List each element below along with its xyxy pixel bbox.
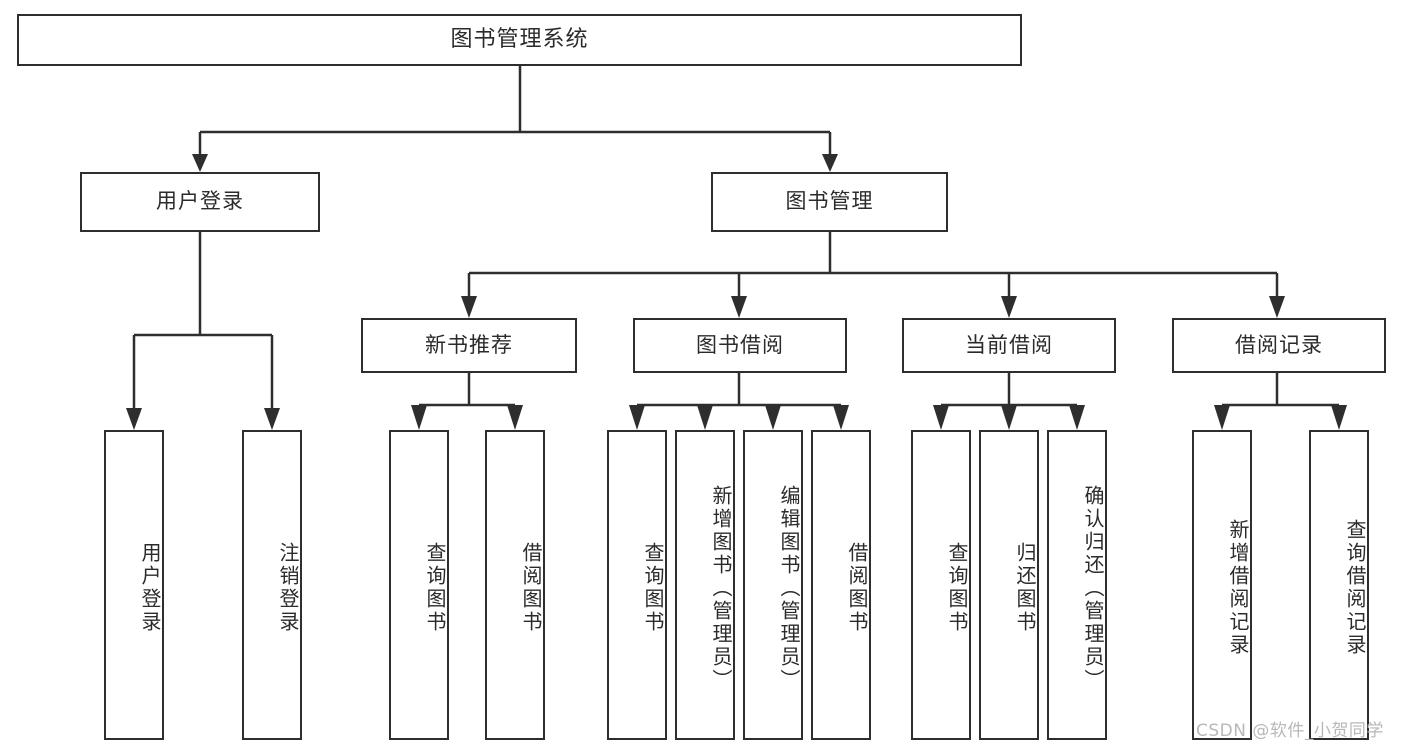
node-borrow-record[interactable]: 借阅记录	[1172, 318, 1386, 373]
leaf-confirm-return-label: 确认归还（管理员）	[1081, 484, 1105, 692]
leaf-add-book[interactable]: 新增图书（管理员）	[675, 430, 735, 740]
leaf-query-borrow-record[interactable]: 查询借阅记录	[1309, 430, 1369, 740]
node-root-system[interactable]: 图书管理系统	[17, 14, 1022, 66]
csdn-watermark: CSDN @软件_小贺同学	[1196, 721, 1384, 741]
node-book-manage[interactable]: 图书管理	[711, 172, 948, 232]
arrow-bm-to-current-borrow	[1001, 296, 1017, 318]
leaf-user-login[interactable]: 用户登录	[104, 430, 164, 740]
node-book-borrow-label: 图书借阅	[696, 332, 784, 357]
leaf-logout-login-label: 注销登录	[276, 542, 300, 634]
arrow-current-borrow-leaf-3	[1069, 405, 1085, 430]
leaf-add-borrow-record-label: 新增借阅记录	[1226, 519, 1250, 657]
node-current-borrow[interactable]: 当前借阅	[902, 318, 1116, 373]
leaf-user-login-label: 用户登录	[138, 542, 162, 634]
leaf-return-book-label: 归还图书	[1013, 542, 1037, 634]
arrow-bm-to-borrow-record	[1269, 296, 1285, 318]
arrow-root-to-user-login	[192, 154, 208, 172]
node-book-borrow[interactable]: 图书借阅	[633, 318, 847, 373]
leaf-query-book-1[interactable]: 查询图书	[389, 430, 449, 740]
leaf-borrow-book-2[interactable]: 借阅图书	[811, 430, 871, 740]
arrow-book-borrow-leaf-2	[697, 405, 713, 430]
leaf-add-book-label: 新增图书（管理员）	[709, 484, 733, 692]
leaf-edit-book-label: 编辑图书（管理员）	[777, 484, 801, 692]
leaf-logout-login[interactable]: 注销登录	[242, 430, 302, 740]
leaf-borrow-book-1[interactable]: 借阅图书	[485, 430, 545, 740]
node-root-system-label: 图书管理系统	[450, 26, 589, 52]
arrow-root-to-book-manage	[822, 154, 838, 172]
arrow-current-borrow-leaf-2	[1001, 405, 1017, 430]
arrow-user-login-leaf-2	[264, 408, 280, 430]
leaf-query-book-3-label: 查询图书	[945, 542, 969, 634]
arrow-book-borrow-leaf-1	[629, 405, 645, 430]
arrow-book-borrow-leaf-3	[765, 405, 781, 430]
arrow-new-book-leaf-1	[411, 405, 427, 430]
node-user-login-label: 用户登录	[156, 189, 244, 214]
leaf-query-book-2-label: 查询图书	[641, 542, 665, 634]
leaf-query-book-1-label: 查询图书	[423, 542, 447, 634]
node-new-book-recommend-label: 新书推荐	[425, 332, 513, 357]
node-book-manage-label: 图书管理	[785, 189, 874, 214]
arrow-book-borrow-leaf-4	[833, 405, 849, 430]
arrow-current-borrow-leaf-1	[933, 405, 949, 430]
leaf-query-book-2[interactable]: 查询图书	[607, 430, 667, 740]
arrow-bm-to-new-book	[461, 296, 477, 318]
leaf-borrow-book-1-label: 借阅图书	[519, 542, 543, 634]
leaf-borrow-book-2-label: 借阅图书	[845, 542, 869, 634]
arrow-borrow-record-leaf-1	[1214, 405, 1230, 430]
leaf-edit-book[interactable]: 编辑图书（管理员）	[743, 430, 803, 740]
node-user-login[interactable]: 用户登录	[80, 172, 320, 232]
arrow-user-login-leaf-1	[126, 408, 142, 430]
node-borrow-record-label: 借阅记录	[1235, 332, 1323, 357]
arrow-bm-to-book-borrow	[731, 296, 747, 318]
arrow-borrow-record-leaf-2	[1331, 405, 1347, 430]
node-new-book-recommend[interactable]: 新书推荐	[361, 318, 577, 373]
leaf-query-book-3[interactable]: 查询图书	[911, 430, 971, 740]
node-current-borrow-label: 当前借阅	[965, 332, 1053, 357]
leaf-return-book[interactable]: 归还图书	[979, 430, 1039, 740]
arrow-new-book-leaf-2	[507, 405, 523, 430]
leaf-query-borrow-record-label: 查询借阅记录	[1343, 519, 1367, 657]
leaf-confirm-return[interactable]: 确认归还（管理员）	[1047, 430, 1107, 740]
leaf-add-borrow-record[interactable]: 新增借阅记录	[1192, 430, 1252, 740]
